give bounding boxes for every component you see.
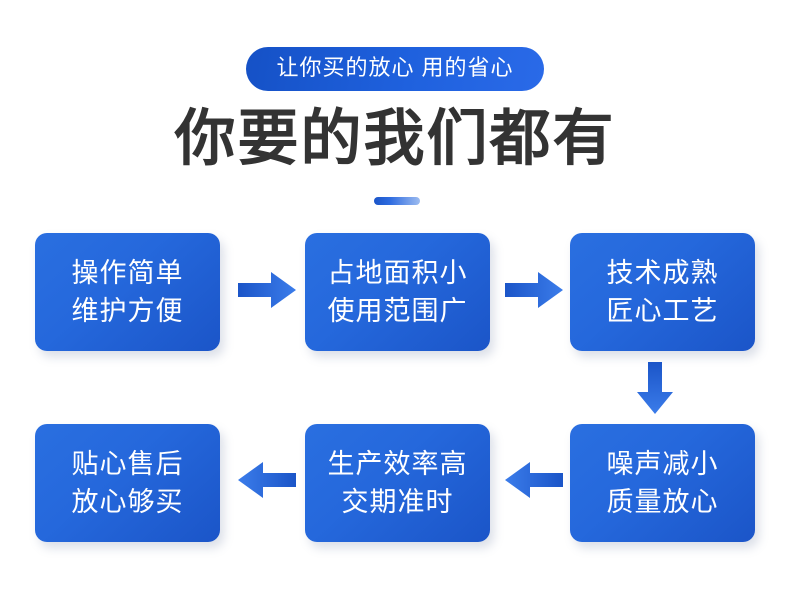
flow-box-line-1: 贴心售后 [71, 449, 184, 479]
flow-box-line-2: 使用范围广 [327, 296, 468, 326]
page-title: 你要的我们都有 [174, 104, 616, 172]
flow-box-line-1: 噪声减小 [606, 449, 719, 479]
flow-box-production-efficiency: 生产效率高 交期准时 [305, 424, 490, 542]
flow-box-line-2: 放心够买 [71, 487, 184, 517]
flow-box-line-1: 操作简单 [71, 258, 184, 288]
flow-box-line-1: 技术成熟 [606, 258, 719, 288]
flow-box-small-footprint: 占地面积小 使用范围广 [305, 233, 490, 351]
flow-box-line-2: 维护方便 [71, 296, 184, 326]
arrow-right-icon-1 [238, 272, 296, 308]
flow-box-line-1: 生产效率高 [327, 449, 468, 479]
flow-box-line-2: 交期准时 [341, 487, 454, 517]
arrow-left-icon-1 [505, 462, 563, 498]
flow-box-line-2: 质量放心 [606, 487, 719, 517]
flow-box-line-1: 占地面积小 [327, 258, 468, 288]
arrow-down-icon-1 [637, 362, 673, 414]
flow-box-low-noise: 噪声减小 质量放心 [570, 424, 755, 542]
gradient-divider [374, 197, 420, 205]
flow-box-mature-technology: 技术成熟 匠心工艺 [570, 233, 755, 351]
arrow-right-icon-2 [505, 272, 563, 308]
tagline-badge: 让你买的放心 用的省心 [246, 47, 544, 91]
badge-row: 让你买的放心 用的省心 [0, 47, 790, 91]
arrow-left-icon-2 [238, 462, 296, 498]
flow-box-after-sales: 贴心售后 放心够买 [35, 424, 220, 542]
flow-box-line-2: 匠心工艺 [606, 296, 719, 326]
flow-box-operation-simple: 操作简单 维护方便 [35, 233, 220, 351]
